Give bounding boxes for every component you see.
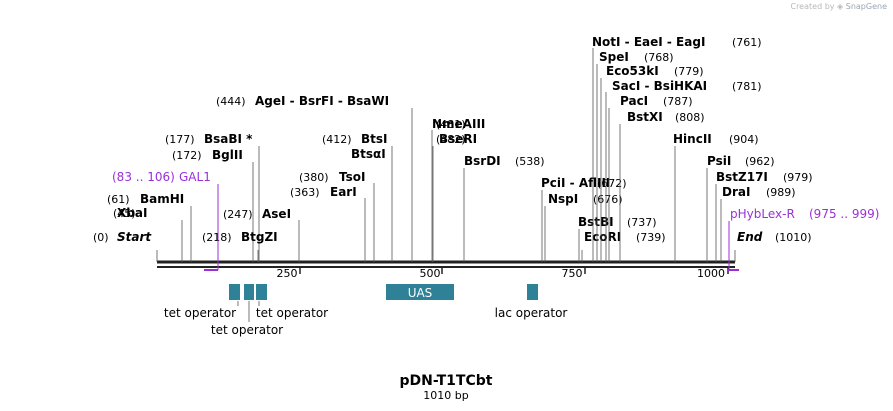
primer-range-phyblex-r: (975 .. 999)	[809, 207, 879, 221]
credit-brand: SnapGene	[845, 2, 887, 11]
primer-name-phyblex-r: pHybLex-R	[730, 207, 795, 221]
site-label-bglii: BglII	[212, 148, 243, 162]
site-label-nmeaiii: NmeAIII	[432, 117, 485, 131]
site-position-btsi: (412)	[322, 133, 352, 146]
site-position-bamhi: (61)	[107, 193, 130, 206]
site-position-psii: (962)	[745, 155, 775, 168]
feature-label-tet-operator-2: tet operator	[211, 323, 283, 337]
site-position-pcii: (672)	[597, 177, 627, 190]
site-label-bsabi: BsaBI *	[204, 132, 253, 146]
site-position-bseri: (482)	[436, 133, 466, 146]
site-label-eari: EarI	[330, 185, 357, 199]
site-position-paci: (787)	[663, 95, 693, 108]
site-position-eari: (363)	[290, 186, 320, 199]
site-position-bstz17i: (979)	[783, 171, 813, 184]
site-label-psii: PsiI	[707, 154, 731, 168]
site-label-asei: AseI	[262, 207, 291, 221]
feature-label-uas: UAS	[408, 286, 433, 300]
site-label-drai: DraI	[722, 185, 750, 199]
site-position-agei: (444)	[216, 95, 246, 108]
site-position-spei: (768)	[644, 51, 674, 64]
site-label-saci: SacI - BsiHKAI	[612, 79, 707, 93]
site-position-btgzi: (218)	[202, 231, 232, 244]
feature-box-tet-operator-3	[256, 284, 267, 300]
site-position-bsabi: (177)	[165, 133, 195, 146]
site-position-tsoi: (380)	[299, 171, 329, 184]
primer-range-gal1: (83 .. 106)	[112, 170, 175, 184]
site-position-drai: (989)	[766, 186, 796, 199]
ruler-tick-label: 250	[277, 267, 298, 280]
site-label-agei: AgeI - BsrFI - BsaWI	[255, 94, 389, 108]
site-label-eco53ki: Eco53kI	[606, 64, 659, 78]
site-label-tsoi: TsoI	[339, 170, 365, 184]
credit-prefix: Created by	[790, 2, 835, 11]
site-position-end: (1010)	[775, 231, 812, 244]
feature-box-tet-operator-2	[244, 284, 254, 300]
site-position-bstbi: (737)	[627, 216, 657, 229]
site-label-bstxi: BstXI	[627, 110, 663, 124]
site-position-eco53ki: (779)	[674, 65, 704, 78]
site-label-bamhi: BamHI	[140, 192, 184, 206]
site-position-bglii: (172)	[172, 149, 202, 162]
site-position-nmeaiii: (481)	[436, 118, 466, 131]
site-label-btgzi: BtgZI	[241, 230, 278, 244]
ruler-tick-label: 750	[562, 267, 583, 280]
site-label-bstbi: BstBI	[578, 215, 614, 229]
site-position-bsrdi: (538)	[515, 155, 545, 168]
feature-label-tet-operator-1: tet operator	[164, 306, 236, 320]
site-label-btsai: BtsαI	[351, 147, 386, 161]
ruler-tick-label: 1000	[697, 267, 725, 280]
site-label-nspi: NspI	[548, 192, 578, 206]
site-label-hincii: HincII	[673, 132, 712, 146]
site-position-xbai: (45)	[113, 207, 136, 220]
snapgene-credit: Created by ◈ SnapGene	[790, 2, 887, 11]
site-label-bsrdi: BsrDI	[464, 154, 501, 168]
site-position-saci: (781)	[732, 80, 762, 93]
site-label-paci: PacI	[620, 94, 648, 108]
plasmid-title: pDN-T1TCbt	[400, 373, 493, 389]
feature-box-tet-operator-1	[229, 284, 240, 300]
site-label-ecori: EcoRI	[584, 230, 621, 244]
site-position-hincii: (904)	[729, 133, 759, 146]
site-label-end: End	[737, 230, 763, 244]
plasmid-length: 1010 bp	[423, 389, 468, 402]
site-position-noti: (761)	[732, 36, 762, 49]
ruler-tick-label: 500	[420, 267, 441, 280]
feature-label-lac-operator: lac operator	[495, 306, 568, 320]
feature-box-uas	[386, 284, 454, 300]
site-label-noti: NotI - EaeI - EagI	[592, 35, 705, 49]
site-label-bstz17i: BstZ17I	[716, 170, 768, 184]
site-label-pcii: PciI - AflIII	[541, 176, 610, 190]
site-position-nspi: (676)	[593, 193, 623, 206]
site-label-btsi: BtsI	[361, 132, 388, 146]
snapgene-logo-icon: ◈	[837, 2, 844, 11]
site-position-asei: (247)	[223, 208, 253, 221]
site-position-bstxi: (808)	[675, 111, 705, 124]
site-position-ecori: (739)	[636, 231, 666, 244]
site-position-start: (0)	[93, 231, 109, 244]
site-label-xbai: XbaI	[117, 206, 147, 220]
feature-label-tet-operator-3: tet operator	[256, 306, 328, 320]
primer-name-gal1: GAL1	[179, 170, 211, 184]
site-label-spei: SpeI	[599, 50, 629, 64]
site-label-start: Start	[117, 230, 152, 244]
feature-box-lac-operator	[527, 284, 538, 300]
site-label-bseri: BseRI	[439, 132, 477, 146]
